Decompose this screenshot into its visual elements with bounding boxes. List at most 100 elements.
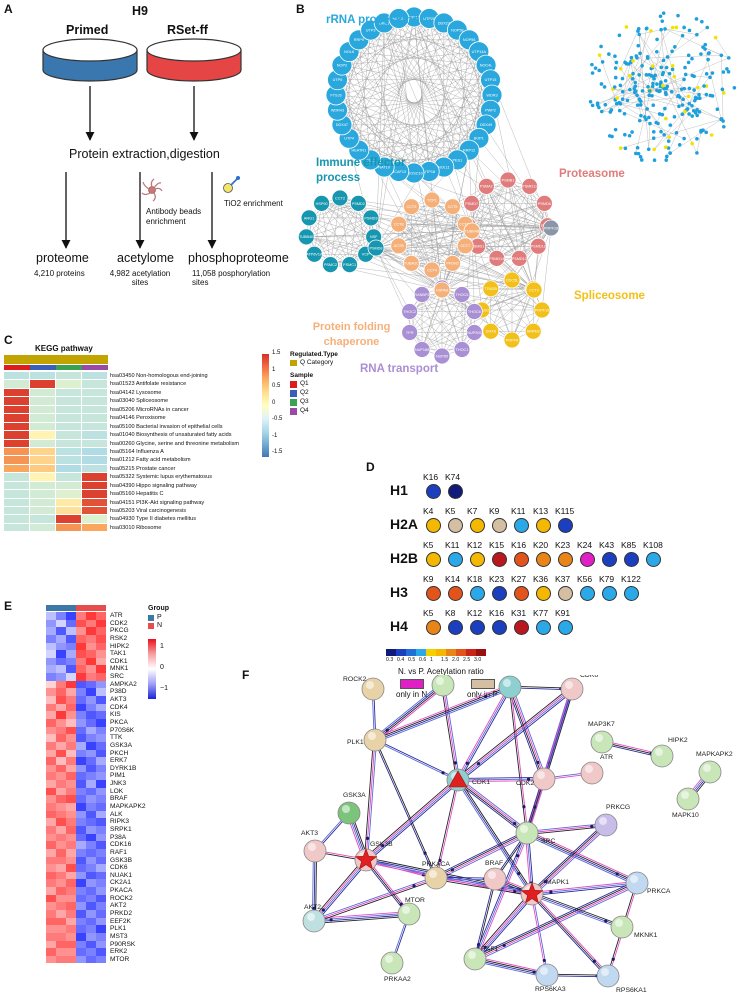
site-label: K23 — [489, 574, 505, 584]
kegg-heatmap-cell — [82, 464, 108, 474]
tio2-icon — [223, 176, 240, 193]
interaction-edge — [457, 779, 533, 895]
overview-edge — [620, 103, 660, 115]
kegg-pathway-label: hsa01040 Biosynthesis of unsaturated fat… — [110, 432, 232, 439]
site-label: K7 — [467, 506, 478, 516]
kinase-heatmap-cell — [76, 680, 86, 689]
kinase-label: CDK6 — [110, 864, 128, 872]
kinase-heatmap-cell — [96, 818, 106, 826]
kinase-heatmap-row — [46, 894, 106, 903]
network-edge — [349, 51, 487, 66]
kinase-node: BRAF — [483, 860, 507, 891]
kinase-heatmap-cell — [76, 665, 86, 674]
kinase-heatmap-cell — [86, 650, 96, 658]
overview-node — [644, 26, 649, 31]
kinase-heatmap-cell — [66, 795, 76, 804]
protein-node: TUBB4B — [297, 228, 315, 246]
kinase-heatmap-cell — [86, 795, 96, 804]
kinase-node-label: PLK1 — [347, 739, 364, 746]
protein-node: PSMD2 — [349, 194, 367, 212]
kinase-heatmap-cell — [96, 856, 106, 865]
legend-q-category-swatch — [290, 360, 297, 366]
kinase-node-circle — [424, 866, 448, 890]
edge-arrowhead — [615, 872, 619, 876]
network-edge — [330, 197, 341, 265]
kegg-heatmap-cell — [4, 481, 30, 491]
interaction-edge — [472, 892, 531, 958]
network-edge — [541, 227, 552, 311]
network-edge — [486, 186, 539, 247]
overview-node — [655, 82, 659, 86]
overview-node — [648, 121, 652, 126]
kinase-heatmap-cell — [56, 940, 66, 949]
network-edge — [465, 224, 552, 229]
sample-legend-swatch — [290, 408, 297, 415]
kinase-heatmap-cell — [66, 718, 76, 727]
kinase-node-circle — [560, 677, 584, 701]
network-edge — [339, 197, 374, 237]
protein-node-label: PSMD1 — [471, 245, 484, 249]
kegg-heatmap-row — [4, 414, 108, 423]
overview-node — [627, 73, 632, 78]
kinase-heatmap-cell — [96, 825, 106, 834]
ratio-scale-cell — [436, 649, 446, 656]
kinase-heatmap-cell — [86, 696, 96, 704]
kinase-heatmap-cell — [56, 955, 66, 964]
protein-node-label: TUBB4B — [299, 235, 314, 239]
kegg-heatmap-cell — [4, 414, 30, 423]
site-label: K5 — [445, 506, 456, 516]
overview-node — [631, 59, 635, 63]
interaction-edge — [531, 880, 637, 893]
kinase-node: PRKACA — [422, 861, 450, 890]
kegg-heatmap-cell — [82, 431, 108, 440]
network-edge — [490, 288, 513, 341]
overview-node — [599, 109, 604, 114]
edge-arrowhead — [321, 908, 325, 912]
protein-node: RANBP2 — [413, 286, 431, 303]
kinase-node-highlight — [342, 805, 350, 813]
network-edge — [337, 51, 479, 111]
site-circle — [558, 620, 573, 635]
kinase-node-label: RPS6KA3 — [535, 986, 566, 993]
kinase-node: ROCK2 — [343, 676, 385, 701]
kinase-heatmap-cell — [96, 718, 106, 727]
histone-name: H2B — [390, 550, 419, 566]
kinase-heatmap-cell — [56, 749, 66, 758]
kinase-node-label: HIPK2 — [668, 737, 688, 744]
kegg-heatmap-row — [4, 388, 108, 398]
kegg-heatmap-cell — [4, 507, 30, 516]
interaction-edge — [473, 832, 526, 959]
connector-node-label: CCT2 — [529, 288, 539, 292]
interaction-edge — [374, 740, 458, 782]
network-edge — [341, 65, 399, 172]
kinase-heatmap-cell — [66, 833, 76, 842]
site-circle — [536, 586, 551, 601]
kegg-heatmap-row — [4, 456, 108, 465]
overview-node — [696, 85, 700, 90]
kinase-heatmap-cell — [66, 925, 76, 933]
kinase-heatmap-row — [46, 634, 106, 643]
interaction-edge — [474, 881, 637, 959]
overview-node — [659, 129, 663, 134]
kegg-pathway-label: hsa03040 Spliceosome — [110, 398, 169, 405]
overview-node — [646, 147, 651, 152]
kegg-heatmap-row — [4, 422, 108, 432]
ratio-scale-cell — [406, 649, 416, 656]
network-edge — [335, 29, 458, 96]
site-label: K56 — [577, 574, 593, 584]
overview-node — [646, 84, 650, 89]
kegg-heatmap-row — [4, 405, 108, 415]
panel-label-a: A — [4, 2, 13, 16]
kinase-heatmap-row — [46, 642, 106, 651]
kinase-heatmap-row — [46, 902, 106, 910]
kegg-heatmap-cell — [56, 405, 82, 415]
network-edge — [339, 197, 552, 229]
kinase-node-circle — [302, 909, 326, 933]
protein-node: CDC5L — [503, 271, 521, 289]
kinase-label: GSK3A — [110, 741, 132, 749]
interaction-edge — [375, 739, 438, 878]
kinase-node-circle — [397, 902, 421, 926]
kegg-heatmap-row — [4, 498, 108, 507]
site-label: K12 — [467, 540, 483, 550]
protein-node-label: PFDN2 — [446, 262, 458, 266]
